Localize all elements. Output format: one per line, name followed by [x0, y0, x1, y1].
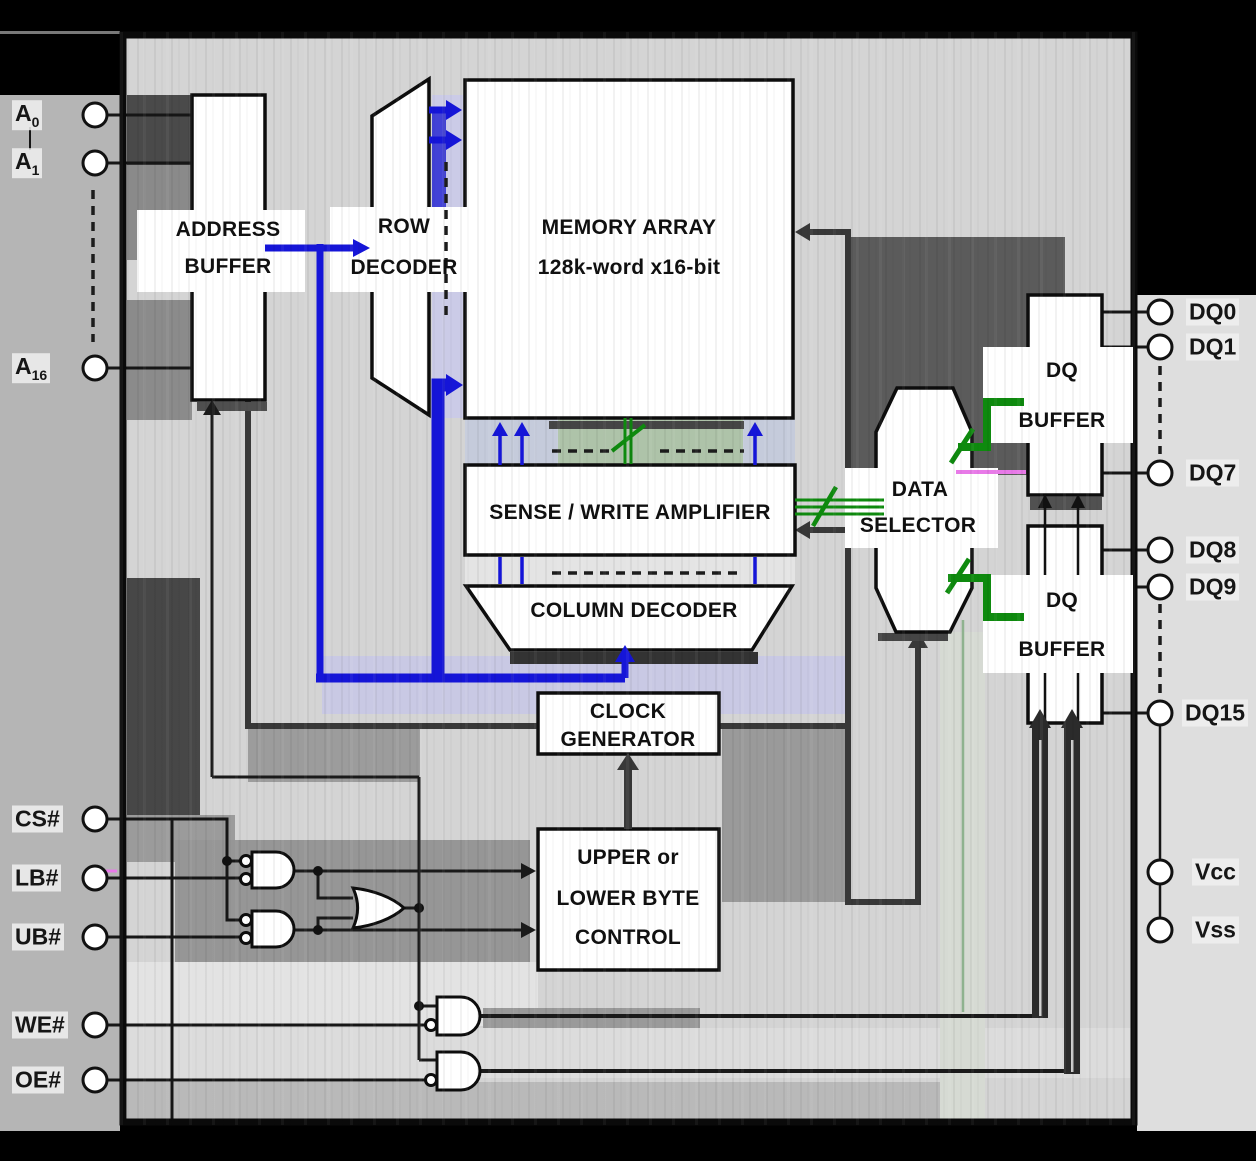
sense-write-amplifier-label: SENSE / WRITE AMPLIFIER — [489, 501, 771, 524]
we-oe-riser-bands — [1029, 709, 1083, 1074]
pin-circle-oe — [81, 1066, 109, 1094]
pin-circle-dq1 — [1146, 333, 1174, 361]
pin-label-lb: LB# — [12, 864, 62, 892]
bubble-icon — [424, 1018, 438, 1032]
nand-gate-cs-lb — [250, 850, 296, 890]
dq-buffer-lower-label-2: BUFFER — [1018, 638, 1106, 661]
clock-generator-label-2: GENERATOR — [560, 728, 696, 751]
nand-gate-cs-ub — [250, 909, 296, 949]
pin-circles — [81, 101, 1174, 1094]
clock-generator-label-1: CLOCK — [589, 700, 667, 723]
pin-circle-a16 — [81, 354, 109, 382]
pin-label-vcc: Vcc — [1192, 858, 1239, 886]
pin-label-a1: A1 — [12, 148, 43, 178]
pin-circle-dq8 — [1146, 536, 1174, 564]
row-decoder-label-1: ROW — [377, 215, 431, 238]
data-selector-label-2: SELECTOR — [859, 514, 977, 537]
dq-internal-arrowheads — [1038, 494, 1085, 508]
block-column-decoder — [462, 584, 796, 652]
pin-circle-a0 — [81, 101, 109, 129]
block-memory-array — [463, 78, 795, 420]
block-sense-write-amplifier — [463, 463, 797, 557]
dq-buffer-lower-label-1: DQ — [1045, 589, 1079, 612]
pin-circle-dq0 — [1146, 298, 1174, 326]
and-gate-we — [435, 995, 482, 1037]
pin-label-cs: CS# — [12, 805, 63, 833]
junction-dots — [222, 856, 424, 1011]
pin-circle-vss — [1146, 916, 1174, 944]
pin-label-a16: A16 — [12, 353, 51, 383]
chip-frame — [119, 31, 1138, 1126]
blue-arrowheads — [353, 100, 763, 662]
logic-gates — [239, 850, 482, 1092]
address-buffer-label-2: BUFFER — [184, 255, 272, 278]
data-selector-label-1: DATA — [891, 478, 949, 501]
pin-label-vss: Vss — [1192, 916, 1239, 944]
pin-label-oe: OE# — [12, 1066, 65, 1094]
pin-circle-dq7 — [1146, 459, 1174, 487]
pin-label-we: WE# — [12, 1011, 68, 1039]
address-buffer-label-1: ADDRESS — [175, 218, 281, 241]
dq-buffer-upper-label-2: BUFFER — [1018, 409, 1106, 432]
pin-a16-main: A — [15, 353, 32, 380]
pin-label-a0: A0 — [12, 100, 43, 130]
byte-control-label-3: CONTROL — [575, 926, 681, 949]
bubble-icon — [239, 931, 253, 945]
pin-a1-main: A — [15, 148, 32, 175]
pin-circle-vcc — [1146, 858, 1174, 886]
pin-circle-we — [81, 1011, 109, 1039]
pin-label-dq7: DQ7 — [1186, 459, 1240, 487]
pin-label-dq1: DQ1 — [1186, 333, 1240, 361]
bubble-icon — [239, 913, 253, 927]
dq-buffer-upper-label-1: DQ — [1045, 359, 1079, 382]
gate-wiring — [210, 413, 1072, 1073]
pin-label-dq8: DQ8 — [1186, 536, 1240, 564]
bubble-icon — [424, 1073, 438, 1087]
pin-a1-sub: 1 — [31, 161, 40, 178]
blue-address-bus — [265, 106, 757, 683]
column-decoder-label: COLUMN DECODER — [530, 599, 738, 622]
gate-wiring-arrowheads — [203, 400, 639, 938]
byte-control-label-2: LOWER BYTE — [556, 887, 700, 910]
pin-label-ub: UB# — [12, 923, 65, 951]
memory-array-label: MEMORY ARRAY — [541, 216, 717, 239]
pin-circle-dq15 — [1146, 699, 1174, 727]
memory-array-capacity: 128k-word x16-bit — [537, 256, 721, 279]
pin-circle-a1 — [81, 149, 109, 177]
pin-a0-main: A — [15, 100, 32, 127]
pin-circle-ub — [81, 923, 109, 951]
pin-a0-sub: 0 — [31, 113, 40, 130]
block-clock-generator — [536, 691, 721, 756]
green-data-bus — [610, 398, 1024, 621]
pin-a16-sub: 16 — [31, 366, 48, 383]
pin-label-dq0: DQ0 — [1186, 298, 1240, 326]
pin-circle-lb — [81, 864, 109, 892]
byte-control-label-1: UPPER or — [577, 846, 679, 869]
bubble-icon — [239, 872, 253, 886]
pin-label-dq15: DQ15 — [1182, 699, 1249, 727]
or-gate — [350, 886, 407, 930]
row-decoder-label-2: DECODER — [350, 256, 458, 279]
and-gate-oe — [435, 1050, 482, 1092]
dashed-bundles — [91, 162, 1162, 696]
pin-circle-cs — [81, 805, 109, 833]
bubble-icon — [239, 854, 253, 868]
pin-label-dq9: DQ9 — [1186, 573, 1240, 601]
pin-circle-dq9 — [1146, 573, 1174, 601]
